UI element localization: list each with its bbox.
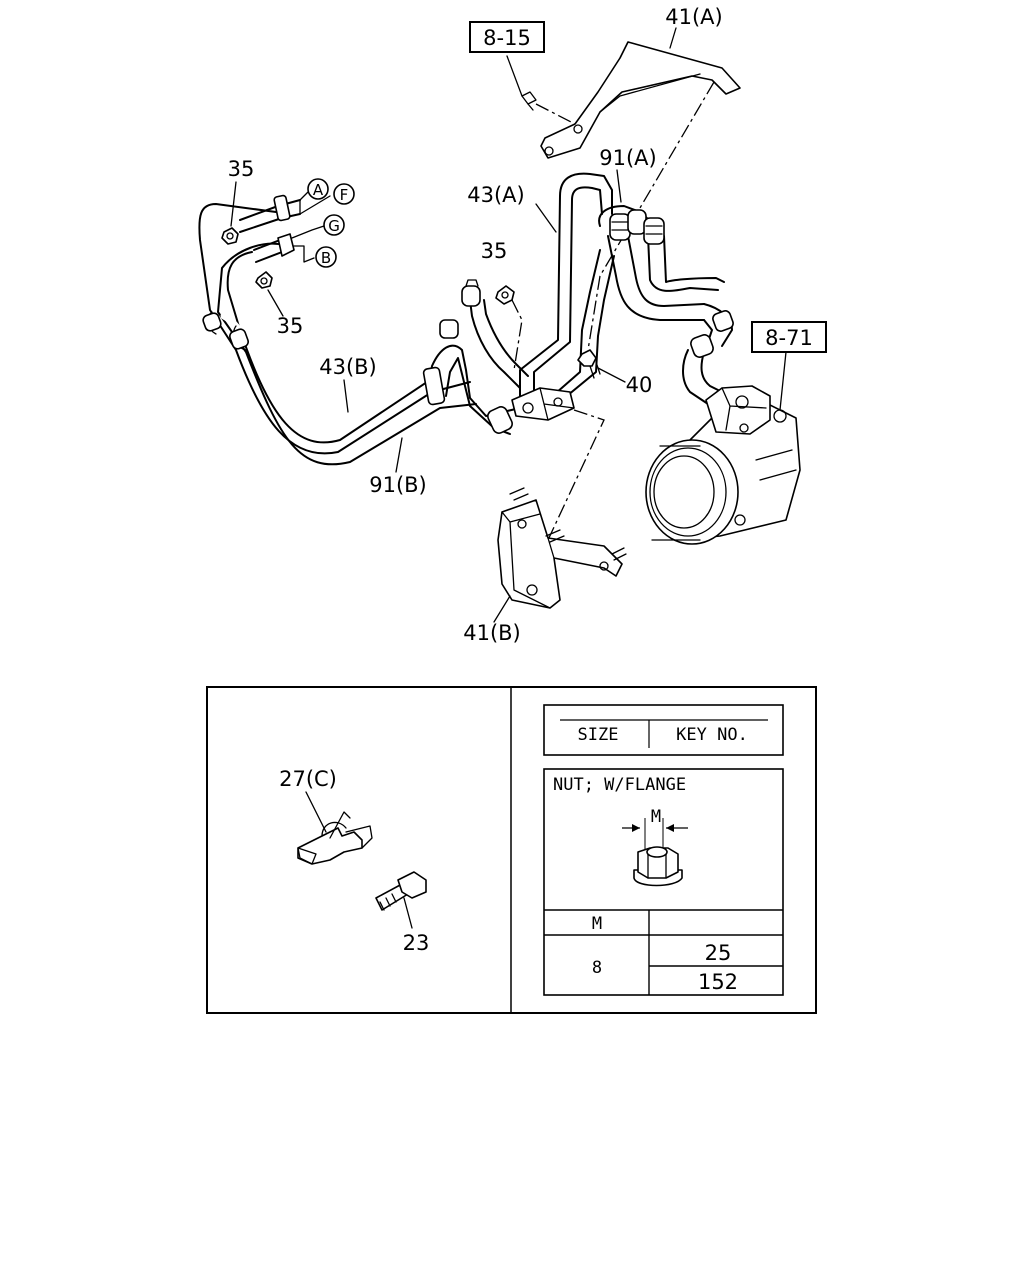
- svg-text:A: A: [313, 181, 324, 199]
- leader-35-low: [267, 289, 284, 317]
- hose-91a: [598, 205, 725, 321]
- leader-41a: [669, 27, 677, 49]
- key-no-25[interactable]: 25: [705, 941, 732, 965]
- key-no-header: KEY NO.: [676, 725, 748, 745]
- label-91a: 91(A): [599, 146, 656, 170]
- bolt-23: [375, 871, 427, 911]
- connector-f-marker: F: [333, 183, 355, 205]
- ref-8-15-label: 8-15: [483, 26, 531, 50]
- leader-43b: [343, 379, 349, 413]
- nut-35-upper-left: [221, 227, 239, 245]
- bolt-40: [577, 349, 601, 379]
- bracket-41a: [540, 41, 741, 159]
- leader-91b: [395, 437, 403, 473]
- leader-41b: [493, 595, 511, 623]
- leader-8-71: [779, 351, 787, 411]
- label-40: 40: [626, 373, 653, 397]
- nut-35-middle: [495, 285, 515, 305]
- clip-27c: [297, 811, 373, 865]
- leader-23: [403, 897, 413, 929]
- bracket-41b: [497, 487, 627, 609]
- leader-91a: [616, 169, 622, 203]
- svg-text:G: G: [328, 217, 340, 235]
- label-43a: 43(A): [467, 183, 524, 207]
- hose-bundle-left: [198, 194, 477, 466]
- leader-35-top: [230, 181, 237, 227]
- leader-8-15: [506, 55, 523, 97]
- leader-40: [597, 367, 626, 383]
- label-41b: 41(B): [463, 621, 521, 645]
- label-43b: 43(B): [319, 355, 377, 379]
- hose-to-compressor: [682, 303, 734, 405]
- centerline-41b: [547, 409, 605, 541]
- centerline-41a-bolt: [535, 103, 576, 125]
- size-key-header-box: [543, 704, 784, 756]
- ref-8-71-label: 8-71: [765, 326, 813, 350]
- label-27c: 27(C): [279, 767, 337, 791]
- svg-text:B: B: [321, 249, 331, 267]
- pipe-43b-91b-mid: [422, 279, 529, 435]
- size-header: SIZE: [578, 725, 619, 745]
- centerline-35-middle: [511, 299, 523, 371]
- nut-35-lower-left: [255, 271, 273, 289]
- label-41a: 41(A): [665, 5, 722, 29]
- compressor: [645, 385, 801, 545]
- connector-b-marker: B: [315, 246, 337, 268]
- centerline-41a-40: [587, 81, 715, 351]
- row-m-value: 8: [592, 958, 602, 978]
- label-91b: 91(B): [369, 473, 427, 497]
- connector-g-marker: G: [323, 214, 345, 236]
- manifold-block: [511, 387, 575, 421]
- connector-a-marker: A: [307, 178, 329, 200]
- nut-table-box: [543, 768, 784, 996]
- svg-text:F: F: [340, 186, 349, 204]
- leader-27c: [305, 791, 327, 833]
- key-no-152[interactable]: 152: [698, 970, 738, 994]
- label-35-low: 35: [277, 314, 304, 338]
- ref-box-8-71[interactable]: [751, 321, 827, 353]
- flange-nut-drawing: [622, 818, 688, 887]
- leader-43a: [535, 203, 557, 233]
- label-35-middle: 35: [481, 239, 508, 263]
- label-35-top: 35: [228, 157, 255, 181]
- pipe-43a: [519, 172, 615, 401]
- bolt-8-15: [521, 91, 537, 111]
- ref-box-8-15[interactable]: [469, 21, 545, 53]
- leader-connector-gb: [291, 225, 325, 263]
- label-23: 23: [403, 931, 430, 955]
- col-m-header: M: [592, 914, 602, 934]
- dim-m-label: M: [651, 807, 661, 827]
- nut-table-title: NUT; W/FLANGE: [553, 775, 686, 795]
